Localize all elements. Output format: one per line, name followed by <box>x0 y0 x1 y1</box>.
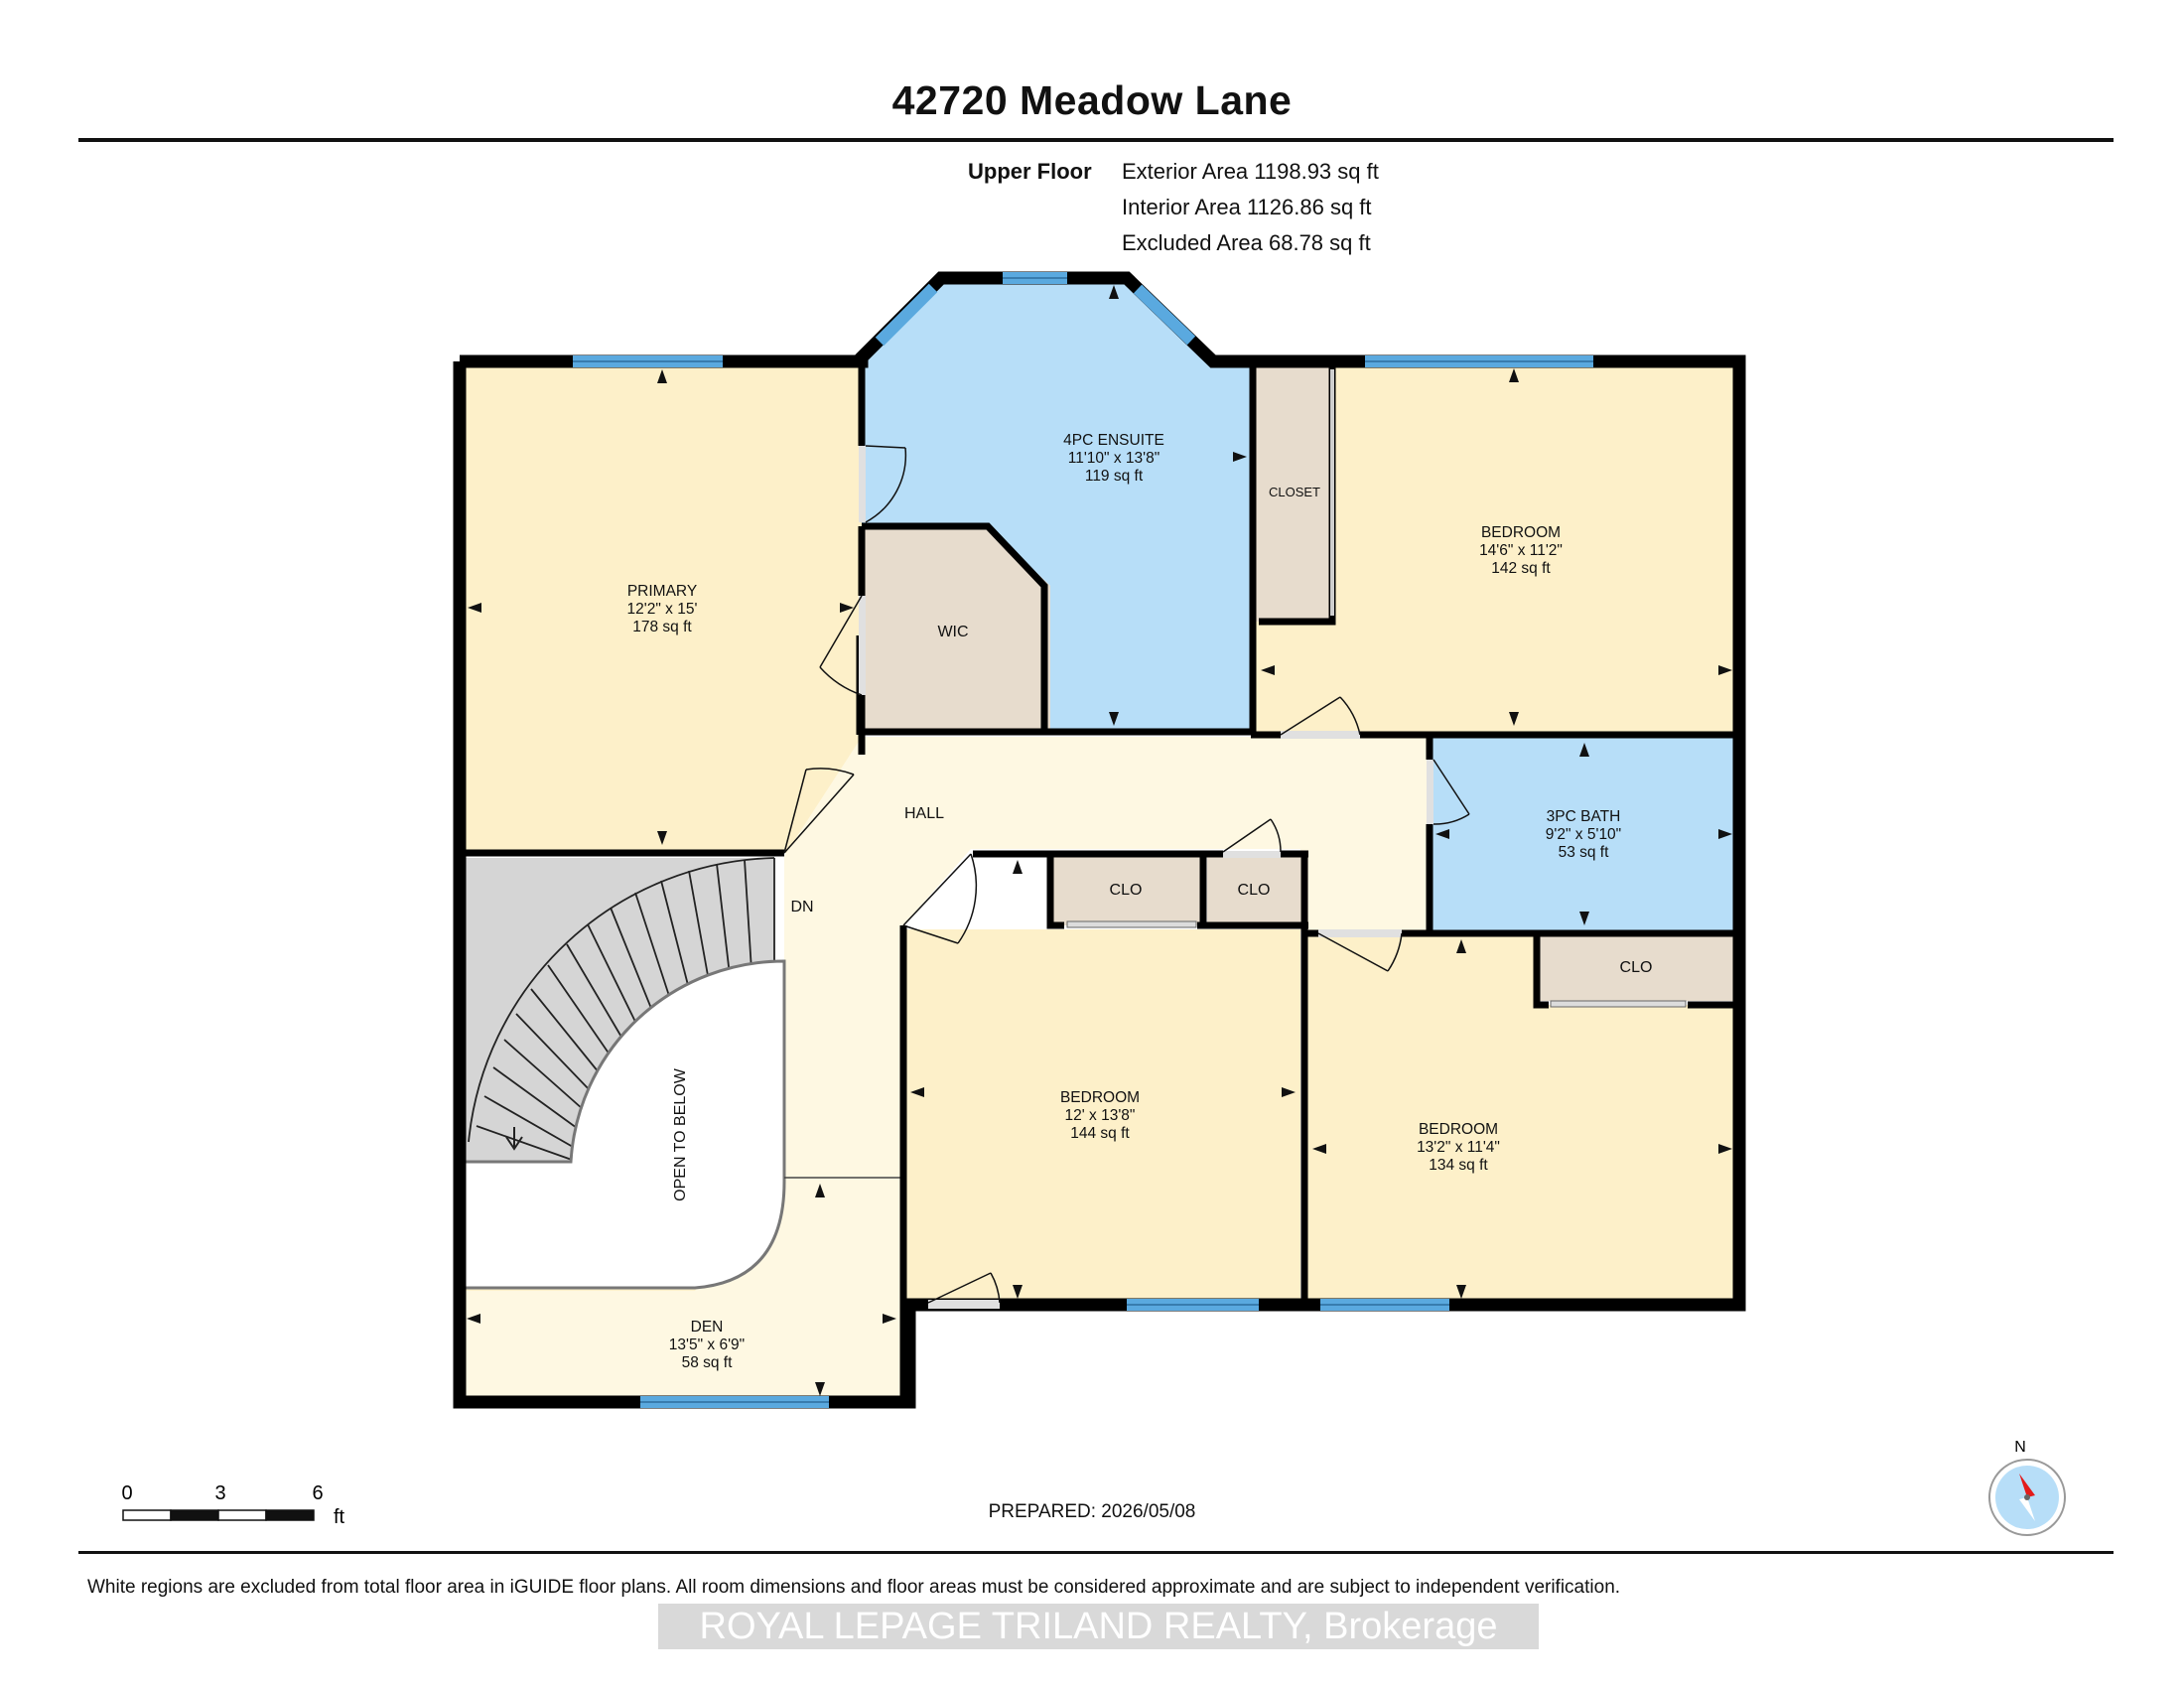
wic-label: WIC <box>937 624 968 640</box>
clo-b-label: CLO <box>1238 882 1271 899</box>
area-summary: Exterior Area 1198.93 sq ft Interior Are… <box>1122 154 1379 261</box>
room-primary <box>460 361 862 853</box>
room-closet <box>1253 361 1332 622</box>
ensuite-area: 119 sq ft <box>1085 468 1144 485</box>
disclaimer-text: White regions are excluded from total fl… <box>87 1577 1621 1598</box>
title-rule <box>78 138 2114 142</box>
bedroom-mid-dims: 12' x 13'8" <box>1065 1107 1136 1124</box>
stair-area <box>460 858 774 1162</box>
hall-label: HALL <box>904 805 944 822</box>
bedroom-mid-name: BEDROOM <box>1060 1089 1140 1106</box>
primary-dims: 12'2" x 15' <box>627 601 698 618</box>
room-bath3 <box>1430 737 1739 931</box>
brokerage-watermark: ROYAL LEPAGE TRILAND REALTY, Brokerage <box>658 1604 1539 1649</box>
room-bedroom-se <box>1306 933 1739 1305</box>
scale-tick-6: 6 <box>312 1482 323 1504</box>
room-bedroom-ne <box>1253 361 1739 732</box>
excluded-area: Excluded Area 68.78 sq ft <box>1122 230 1371 255</box>
den-area: 58 sq ft <box>682 1354 734 1371</box>
bedroom-ne-name: BEDROOM <box>1481 524 1561 541</box>
den-name: DEN <box>691 1319 724 1336</box>
clo-c-label: CLO <box>1620 959 1653 976</box>
room-clo-c <box>1537 933 1739 1001</box>
scale-tick-0: 0 <box>121 1482 132 1504</box>
bedroom-se-dims: 13'2" x 11'4" <box>1417 1139 1500 1156</box>
dn-label: DN <box>790 899 813 915</box>
scale-bar: 0 3 6 ft <box>121 1482 345 1528</box>
open-to-below-label: OPEN TO BELOW <box>672 1067 689 1201</box>
interior-walls <box>460 361 1739 1402</box>
floor-name: Upper Floor <box>968 159 1092 184</box>
interior-area: Interior Area 1126.86 sq ft <box>1122 195 1372 219</box>
scale-unit: ft <box>334 1506 345 1528</box>
compass-icon: N <box>1988 1439 2066 1536</box>
den-dims: 13'5" x 6'9" <box>669 1336 745 1353</box>
room-hall <box>784 737 1430 1182</box>
room-bedroom-mid <box>903 929 1300 1305</box>
closet-label: CLOSET <box>1269 485 1320 499</box>
primary-area: 178 sq ft <box>632 619 692 635</box>
room-wic <box>862 526 1050 732</box>
bath3-dims: 9'2" x 5'10" <box>1546 826 1621 843</box>
exterior-area: Exterior Area 1198.93 sq ft <box>1122 159 1379 184</box>
footer-rule <box>78 1551 2114 1554</box>
page-title: 42720 Meadow Lane <box>891 77 1293 123</box>
room-den-upper <box>460 1182 903 1402</box>
compass-north-label: N <box>2014 1439 2026 1456</box>
clo-a-label: CLO <box>1110 882 1143 899</box>
dimension-arrows <box>467 285 1732 1396</box>
bedroom-se-name: BEDROOM <box>1419 1121 1498 1138</box>
room-clo-a <box>1050 854 1201 925</box>
ensuite-dims: 11'10" x 13'8" <box>1068 450 1160 467</box>
bedroom-ne-dims: 14'6" x 11'2" <box>1479 542 1563 559</box>
room-clo-b <box>1207 854 1300 925</box>
bedroom-se-area: 134 sq ft <box>1429 1157 1488 1174</box>
room-ensuite <box>862 278 1253 732</box>
prepared-date: PREPARED: 2026/05/08 <box>988 1501 1196 1522</box>
ensuite-name: 4PC ENSUITE <box>1063 432 1164 449</box>
window-sills <box>573 277 1593 1403</box>
scale-tick-3: 3 <box>214 1482 225 1504</box>
bedroom-mid-area: 144 sq ft <box>1070 1125 1130 1142</box>
bedroom-ne-area: 142 sq ft <box>1491 560 1551 577</box>
doors <box>783 369 1687 1309</box>
primary-name: PRIMARY <box>627 583 697 600</box>
bath3-area: 53 sq ft <box>1559 844 1610 861</box>
stair-arrow <box>505 1127 523 1151</box>
bath3-name: 3PC BATH <box>1547 808 1621 825</box>
open-to-below-area <box>460 959 786 1290</box>
